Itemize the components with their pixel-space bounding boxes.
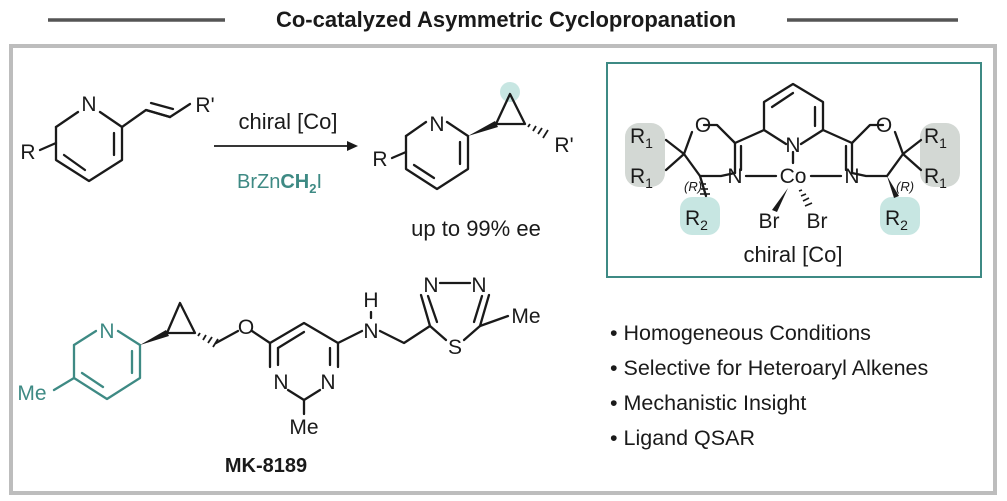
substrate-structure: N R R' bbox=[20, 93, 215, 183]
feature-list: • Homogeneous Conditions • Selective for… bbox=[610, 321, 928, 450]
catalyst-stereo-left: (R) bbox=[684, 179, 702, 194]
reaction-arrow: chiral [Co] BrZnCH2I bbox=[214, 109, 358, 196]
product-R: R bbox=[372, 148, 387, 171]
catalyst-N-right: N bbox=[844, 165, 859, 188]
figure-title: Co-catalyzed Asymmetric Cyclopropanation bbox=[276, 7, 736, 32]
catalyst-box bbox=[606, 62, 982, 278]
r2-highlight-right bbox=[880, 197, 920, 235]
r1-highlight-left bbox=[625, 123, 665, 187]
drug-Me-pyrimidine: Me bbox=[289, 416, 318, 439]
drug-N-pyridine: N bbox=[99, 320, 114, 343]
catalyst-R2-left: R2 bbox=[685, 207, 708, 233]
reagent-top: chiral [Co] bbox=[238, 109, 337, 134]
product-structure: N R R' up to 99% ee bbox=[372, 82, 574, 241]
drug-name: MK-8189 bbox=[225, 455, 307, 477]
drug-N3: N bbox=[423, 274, 438, 297]
catalyst-O-left: O bbox=[695, 114, 711, 137]
catalyst-stereo-right: (R) bbox=[896, 179, 914, 194]
drug-S: S bbox=[448, 336, 462, 359]
bullet-1: • Homogeneous Conditions bbox=[610, 321, 871, 345]
substrate-Rprime: R' bbox=[195, 94, 214, 117]
catalyst-structure: N O N O N Co Br Br bbox=[625, 82, 960, 267]
catalyst-N-center: N bbox=[785, 134, 800, 157]
product-N: N bbox=[429, 113, 444, 136]
r1-highlight-right bbox=[920, 123, 960, 187]
drug-NH-H: H bbox=[363, 289, 378, 312]
catalyst-Br-right: Br bbox=[807, 210, 828, 233]
catalyst-R2-right: R2 bbox=[885, 207, 908, 233]
drug-N2: N bbox=[320, 371, 335, 394]
catalyst-R1-left-bottom: R1 bbox=[630, 165, 653, 191]
drug-Me-thiadiazole: Me bbox=[511, 305, 540, 328]
drug-structure: N Me O N N Me N H bbox=[17, 274, 540, 477]
substrate-R: R bbox=[20, 141, 35, 164]
drug-N4: N bbox=[471, 274, 486, 297]
drug-NH-N: N bbox=[363, 320, 378, 343]
catalyst-R1-right-bottom: R1 bbox=[924, 165, 947, 191]
catalyst-O-right: O bbox=[876, 114, 892, 137]
catalyst-R1-right-top: R1 bbox=[924, 125, 947, 151]
catalyst-Br-left: Br bbox=[759, 210, 780, 233]
drug-O: O bbox=[238, 316, 254, 339]
r2-highlight-left bbox=[680, 197, 720, 235]
catalyst-caption: chiral [Co] bbox=[743, 242, 842, 267]
catalyst-R1-left-top: R1 bbox=[630, 125, 653, 151]
yield-text: up to 99% ee bbox=[411, 216, 541, 241]
drug-N1: N bbox=[273, 371, 288, 394]
substrate-N: N bbox=[81, 93, 96, 116]
catalyst-N-left: N bbox=[727, 165, 742, 188]
catalyst-metal: Co bbox=[780, 165, 807, 188]
reagent-bottom: BrZnCH2I bbox=[237, 171, 322, 196]
bullet-2: • Selective for Heteroaryl Alkenes bbox=[610, 356, 928, 380]
bullet-3: • Mechanistic Insight bbox=[610, 391, 806, 415]
bullet-4: • Ligand QSAR bbox=[610, 426, 755, 450]
drug-Me-pyridine: Me bbox=[17, 382, 46, 405]
product-highlight bbox=[500, 82, 520, 102]
outer-frame bbox=[9, 44, 997, 495]
product-Rprime: R' bbox=[554, 134, 573, 157]
